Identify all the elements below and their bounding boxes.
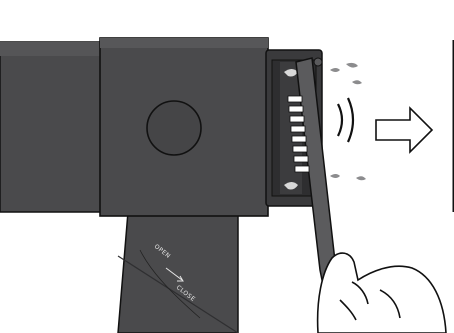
dryer-handle: OPEN CLOSE [118, 212, 238, 333]
head-button [147, 101, 201, 155]
dryer-barrel [0, 42, 102, 212]
hand-illustration [318, 253, 446, 333]
motion-lines [338, 98, 353, 142]
dryer-head [100, 38, 268, 216]
direction-arrow-icon [376, 108, 432, 152]
dust-particles [330, 63, 366, 180]
